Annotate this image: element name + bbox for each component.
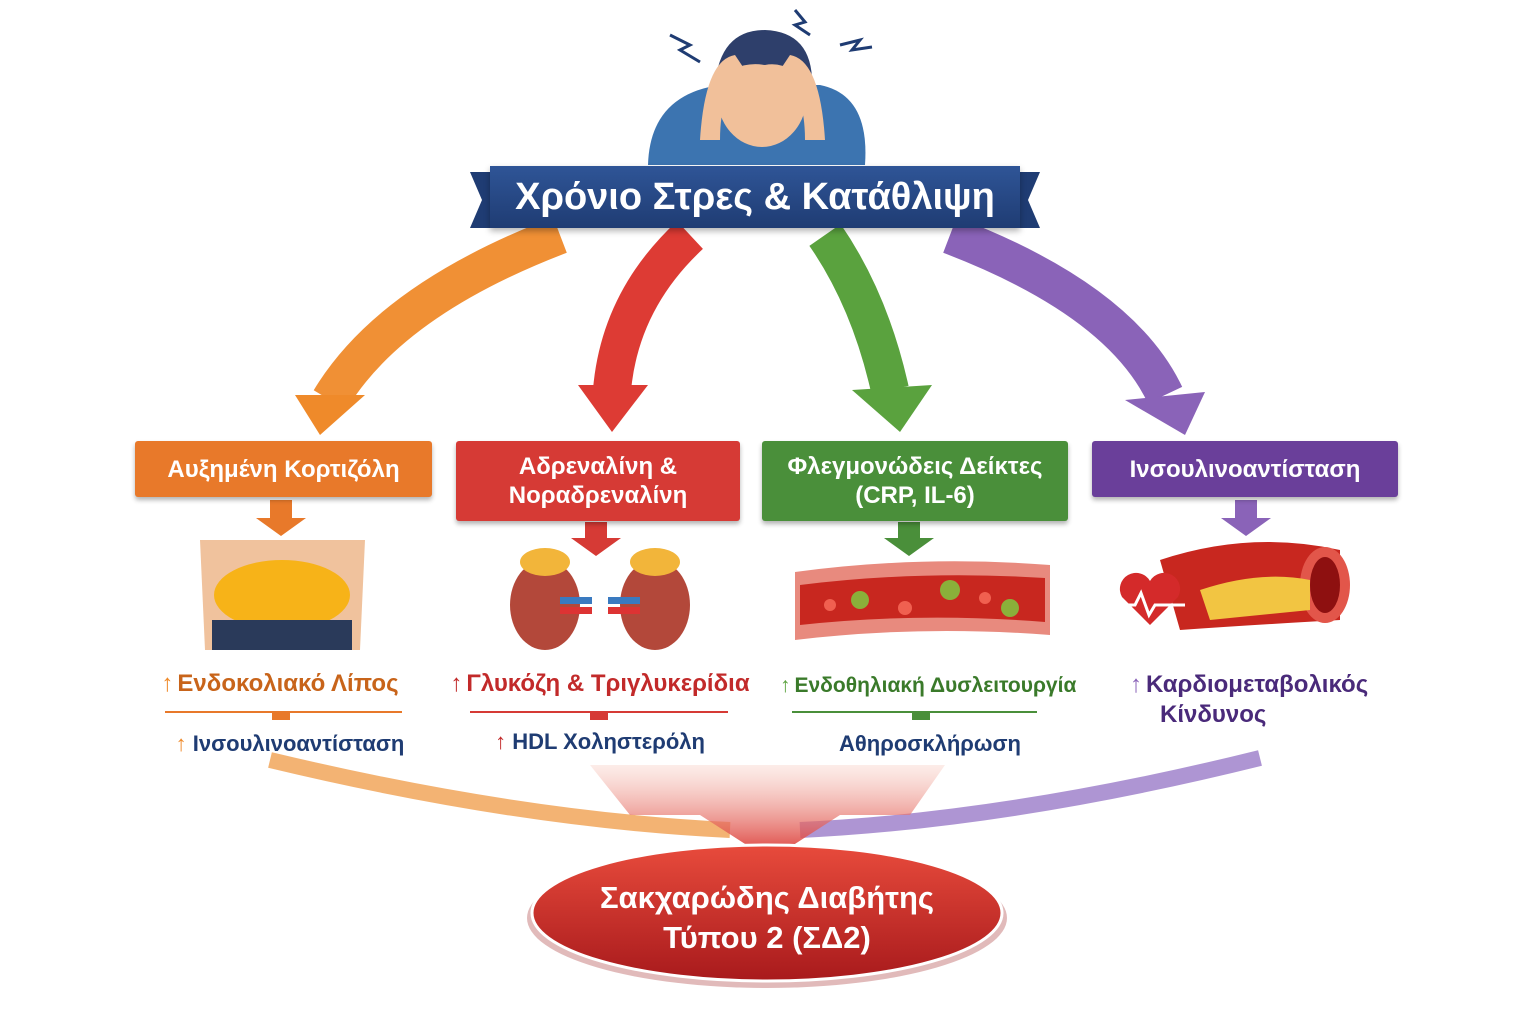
divider [165, 711, 402, 713]
sub-effect-atherosclerosis: Αθηροσκλήρωση [839, 731, 1021, 756]
up-arrow-icon: ↑ [175, 731, 187, 756]
sub-text: Ινσουλινοαντίσταση [192, 731, 405, 756]
box-label: Νοραδρεναλίνη [508, 482, 688, 509]
divider [470, 711, 728, 713]
up-arrow-icon: ↑ [1130, 671, 1142, 698]
arrow-red [578, 385, 648, 432]
box-label: Αυξημένη Κορτιζόλη [167, 455, 400, 483]
box-insulin-resistance: Ινσουλινοαντίσταση [1092, 441, 1398, 497]
box-label: Φλεγμονώδεις Δείκτες [787, 453, 1043, 480]
outcome-line: Τύπου 2 (ΣΔ2) [663, 920, 871, 955]
sub-effect-hdl: ↑ HDL Χοληστερόλη [450, 729, 750, 755]
box-label: Ινσουλινοαντίσταση [1129, 455, 1361, 483]
effect-endothelial: ↑Ενδοθηλιακή Δυσλειτουργία [780, 674, 1076, 698]
up-arrow-icon: ↑ [780, 674, 791, 697]
effect-glucose: ↑Γλυκόζη & Τριγλυκερίδια [450, 670, 750, 698]
box-inflammation: Φλεγμονώδεις Δείκτες(CRP, IL-6) [762, 441, 1068, 521]
inflamed-vessel-icon [795, 561, 1050, 640]
effect-text: Ενδοκολιακό Λίπος [177, 670, 399, 697]
up-arrow-icon: ↑ [161, 670, 174, 697]
box-cortisol: Αυξημένη Κορτιζόλη [135, 441, 432, 497]
sub-effect-insulin: ↑ Ινσουλινοαντίσταση [140, 731, 440, 757]
arrow-purple [1125, 392, 1205, 435]
box-label: (CRP, IL-6) [855, 482, 975, 509]
divider [792, 711, 1037, 713]
effect-text: Ενδοθηλιακή Δυσλειτουργία [794, 674, 1077, 697]
up-arrow-icon: ↑ [495, 729, 507, 754]
effect-text: Καρδιομεταβολικός [1146, 671, 1369, 698]
banner-ribbon-left [470, 172, 492, 228]
box-label: Αδρεναλίνη & [518, 453, 678, 480]
box-adrenaline: Αδρεναλίνη &Νοραδρεναλίνη [456, 441, 740, 521]
clogged-artery-heart-icon [1110, 542, 1350, 630]
main-title: Χρόνιο Στρες & Κατάθλιψη [490, 166, 1020, 228]
stressed-person-icon [648, 9, 873, 165]
small-down-arrows [256, 500, 1271, 556]
outcome-line: Σακχαρώδης Διαβήτης [599, 880, 935, 915]
outcome-ellipse [530, 843, 1004, 983]
arrow-green [852, 385, 932, 432]
arrow-orange [295, 395, 365, 435]
effect-text: Γλυκόζη & Τριγλυκερίδια [466, 670, 750, 697]
converging-arrow [590, 765, 945, 860]
effect-text: Κίνδυνος [1160, 701, 1267, 728]
effect-visceral-fat: ↑Ενδοκολιακό Λίπος [130, 670, 430, 698]
sub-text: HDL Χοληστερόλη [512, 729, 705, 754]
abdominal-fat-icon [200, 540, 365, 650]
banner-ribbon-right [1018, 172, 1040, 228]
adrenal-kidneys-icon [510, 548, 690, 650]
up-arrow-icon: ↑ [450, 670, 463, 697]
